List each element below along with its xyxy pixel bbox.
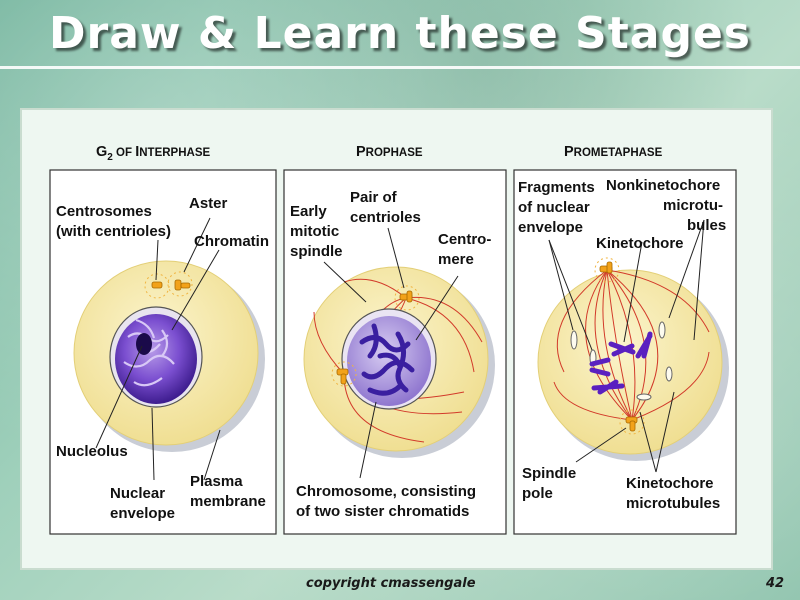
- svg-text:Aster: Aster: [189, 195, 228, 212]
- labels-prophase: Early mitotic spindle Pair of centrioles…: [290, 189, 491, 520]
- header-g2-interphase: G2 OF INTERPHASE: [96, 144, 211, 163]
- centrosome-top-prophase: [394, 285, 420, 311]
- mitosis-stages-figure: G2 OF INTERPHASE PROPHASE PROMETAPHASE: [44, 112, 752, 542]
- svg-text:envelope: envelope: [518, 219, 583, 236]
- svg-text:mere: mere: [438, 251, 474, 268]
- svg-text:Centrosomes: Centrosomes: [56, 203, 152, 220]
- slide-title: Draw & Learn these Stages: [49, 8, 751, 59]
- labels-g2: Centrosomes (with centrioles) Aster Chro…: [56, 195, 269, 522]
- slide-number: 42: [766, 576, 785, 591]
- svg-text:spindle: spindle: [290, 243, 343, 260]
- labels-prometaphase: Fragments of nuclear envelope Nonkinetoc…: [518, 177, 726, 512]
- svg-text:Nuclear: Nuclear: [110, 485, 165, 502]
- cell-g2: [73, 217, 265, 481]
- svg-text:membrane: membrane: [190, 493, 266, 510]
- svg-text:of two sister chromatids: of two sister chromatids: [296, 503, 469, 520]
- chromosomes-prometaphase: [589, 331, 653, 395]
- footer-copyright: copyright cmassengale: [306, 576, 476, 591]
- svg-text:microtubules: microtubules: [626, 495, 720, 512]
- svg-text:Kinetochore: Kinetochore: [596, 235, 684, 252]
- svg-text:Chromosome, consisting: Chromosome, consisting: [296, 483, 476, 500]
- centrosome-bottom-prometaphase: [619, 409, 645, 435]
- cell-prometaphase: [537, 219, 729, 473]
- centrosome-top-prometaphase: [594, 257, 620, 283]
- svg-text:of nuclear: of nuclear: [518, 199, 590, 216]
- svg-text:Nucleolus: Nucleolus: [56, 443, 128, 460]
- svg-text:microtu-: microtu-: [663, 197, 723, 214]
- svg-text:Centro-: Centro-: [438, 231, 491, 248]
- svg-text:(with centrioles): (with centrioles): [56, 223, 171, 240]
- title-underline: [0, 66, 800, 69]
- svg-text:Pair of: Pair of: [350, 189, 398, 206]
- header-prophase: PROPHASE: [356, 144, 423, 160]
- header-prometaphase: PROMETAPHASE: [564, 144, 663, 160]
- centrosomes-g2: [144, 271, 193, 299]
- svg-text:envelope: envelope: [110, 505, 175, 522]
- svg-text:centrioles: centrioles: [350, 209, 421, 226]
- svg-text:Chromatin: Chromatin: [194, 233, 269, 250]
- svg-text:Nonkinetochore: Nonkinetochore: [606, 177, 720, 194]
- chromosomes-prophase: [359, 323, 415, 396]
- centrosome-left-prophase: [331, 361, 357, 387]
- svg-text:Spindle: Spindle: [522, 465, 576, 482]
- svg-text:bules: bules: [687, 217, 726, 234]
- nucleolus-g2: [136, 333, 152, 355]
- cell-prophase: [303, 227, 495, 479]
- svg-text:pole: pole: [522, 485, 553, 502]
- svg-text:Plasma: Plasma: [190, 473, 243, 490]
- svg-text:Fragments: Fragments: [518, 179, 595, 196]
- svg-text:Early: Early: [290, 203, 327, 220]
- svg-text:mitotic: mitotic: [290, 223, 339, 240]
- svg-text:Kinetochore: Kinetochore: [626, 475, 714, 492]
